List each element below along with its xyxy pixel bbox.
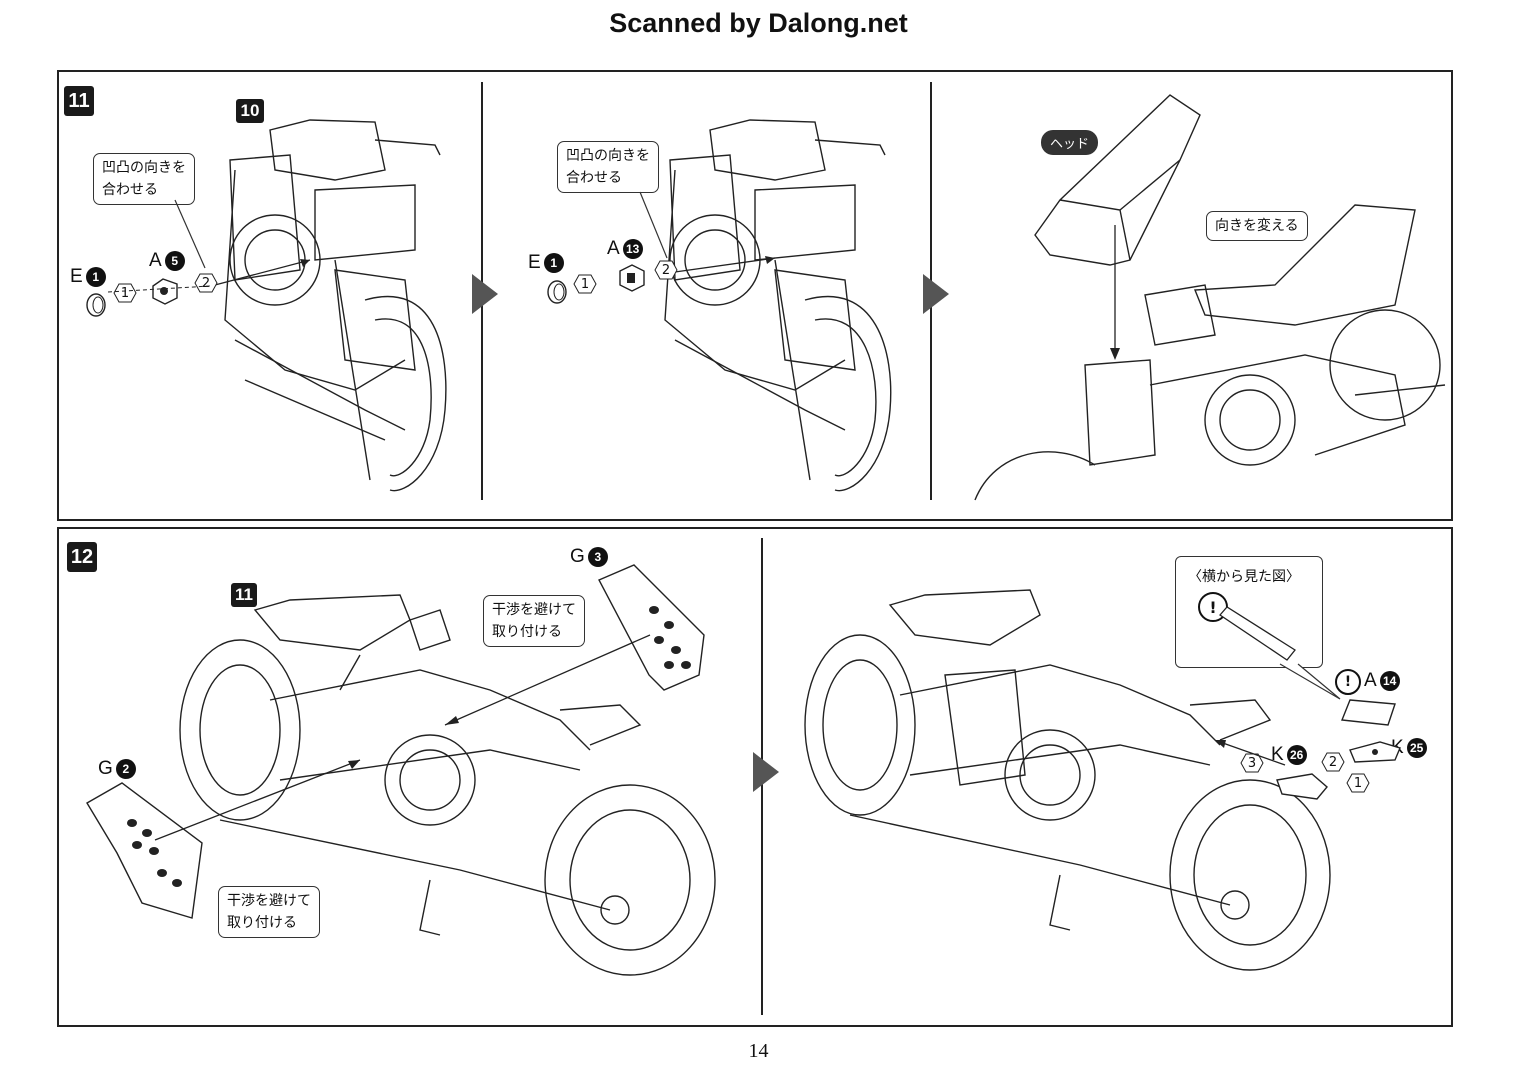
side-view-title: 〈横から見た図〉 [1188,569,1300,585]
step12-right-bike-drawing [804,589,1331,971]
side-view-part-drawing [1219,606,1296,661]
panel2-insert-arrow [674,256,776,273]
step-flow-arrow-3 [753,752,779,792]
panel2-align-callout: 凹凸の向きを 合わせる [557,141,659,193]
right-assembly-arrow [1215,740,1286,766]
step12-g2-arrow [154,759,361,841]
panel3-head-arrow [1110,225,1120,360]
step12-g3-arrow [444,634,651,726]
panel2-seq-2: 2 [654,260,678,280]
panel3-head-label: ヘッド [1041,130,1099,155]
part-a14-plate [1341,699,1396,726]
step12-top-callout: 干渉を避けて 取り付ける [483,595,585,647]
part-k25-shape [1349,741,1401,763]
panel3-bike-drawing [974,204,1446,501]
panel1-part-e1-cap [86,293,106,317]
ref-step-11: 11 [231,583,257,607]
panel1-seq-line [107,285,211,293]
panel2-seq-1: 1 [573,274,597,294]
part-k26-shape [1276,773,1328,800]
step12-left-bike-drawing [179,594,716,976]
step-12-number: 12 [67,542,97,572]
panel2-callout-pointer [639,191,668,259]
panel2-bike-drawing [664,119,892,492]
panel2-part-e1-cap [547,280,567,304]
right-seq-1: 1 [1346,773,1370,793]
ref-step-10: 10 [236,99,264,123]
panel1-bike-drawing [224,119,447,492]
step-flow-arrow-2 [923,274,949,314]
step-12-frame [57,527,1453,1027]
scan-credit: Scanned by Dalong.net [609,8,908,38]
panel1-seq-1: 1 [113,283,137,303]
step-11-number: 11 [64,86,94,116]
part-a14-warning-icon: ! [1335,669,1361,695]
step12-part-g2-shape [86,782,203,919]
step-11-frame [57,70,1453,521]
panel1-callout-pointer [174,199,206,269]
step-flow-arrow-1 [472,274,498,314]
panel2-part-a13-joint [619,264,645,292]
panel3-direction-callout: 向きを変える [1206,211,1308,241]
page-number: 14 [748,1040,769,1062]
right-seq-3: 3 [1240,753,1264,773]
step12-part-g3-shape [598,564,705,691]
side-view-box-pointer [1279,663,1341,700]
panel1-seq-2: 2 [194,273,218,293]
panel1-insert-arrow [214,259,311,286]
panel1-align-callout: 凹凸の向きを 合わせる [93,153,195,205]
right-seq-2: 2 [1321,752,1345,772]
step12-bottom-callout: 干渉を避けて 取り付ける [218,886,320,938]
panel3-head-part [1034,94,1201,266]
